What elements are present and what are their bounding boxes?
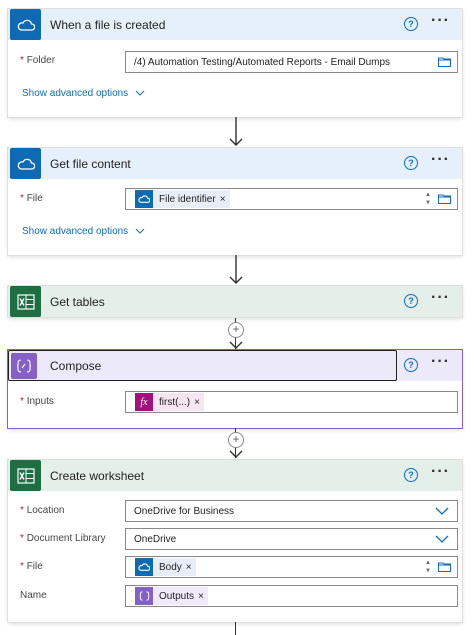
- more-options-icon[interactable]: ···: [431, 289, 450, 306]
- excel-icon: [10, 286, 41, 317]
- folder-field[interactable]: /4) Automation Testing/Automated Reports…: [125, 51, 458, 73]
- name-label: Name: [20, 590, 47, 601]
- get-tables-card[interactable]: Get tables ? ···: [8, 286, 462, 317]
- get-file-content-header[interactable]: Get file content ? ···: [8, 148, 462, 179]
- flow-arrow: [229, 255, 243, 284]
- compose-card[interactable]: Compose ? ··· * Inputs fx first(...) ×: [8, 350, 462, 428]
- chevron-down-icon: [135, 228, 145, 234]
- stepper-icon[interactable]: ▲▼: [425, 560, 431, 574]
- onedrive-icon: [10, 148, 41, 179]
- remove-token-icon[interactable]: ×: [194, 396, 200, 408]
- help-icon[interactable]: ?: [404, 294, 418, 308]
- document-library-label: * Document Library: [20, 533, 106, 544]
- file-label: * File: [20, 193, 43, 204]
- help-icon[interactable]: ?: [404, 17, 418, 31]
- more-options-icon[interactable]: ···: [431, 12, 450, 29]
- show-advanced-options-link[interactable]: Show advanced options: [22, 88, 145, 99]
- compose-title-focus: [8, 350, 397, 381]
- file-identifier-token[interactable]: File identifier ×: [135, 190, 230, 208]
- insert-step-button[interactable]: +: [228, 432, 244, 448]
- compose-icon: [11, 353, 37, 379]
- help-icon[interactable]: ?: [404, 358, 418, 372]
- compose-icon: [135, 587, 153, 605]
- get-file-content-card[interactable]: Get file content ? ··· * File File ident…: [8, 148, 462, 255]
- trigger-header[interactable]: When a file is created ? ···: [8, 9, 462, 40]
- create-worksheet-card[interactable]: Create worksheet ? ··· * Location OneDri…: [8, 460, 462, 622]
- onedrive-icon: [135, 558, 153, 576]
- create-worksheet-header[interactable]: Create worksheet ? ···: [8, 460, 462, 491]
- folder-picker-icon[interactable]: [438, 57, 451, 67]
- onedrive-icon: [10, 9, 41, 40]
- remove-token-icon[interactable]: ×: [198, 590, 204, 602]
- excel-icon: [10, 460, 41, 491]
- chevron-down-icon: [435, 535, 449, 543]
- inputs-label: * Inputs: [20, 396, 54, 407]
- folder-picker-icon[interactable]: [438, 194, 451, 204]
- compose-header[interactable]: Compose ? ···: [8, 350, 462, 381]
- more-options-icon[interactable]: ···: [431, 353, 450, 370]
- body-token[interactable]: Body ×: [135, 558, 196, 576]
- get-file-content-title: Get file content: [50, 157, 131, 171]
- connector-line: [235, 622, 236, 635]
- chevron-down-icon: [435, 507, 449, 515]
- create-worksheet-title: Create worksheet: [50, 469, 145, 483]
- folder-value: /4) Automation Testing/Automated Reports…: [134, 57, 391, 68]
- flow-arrow: [229, 450, 243, 458]
- trigger-card[interactable]: When a file is created ? ··· * Folder /4…: [8, 9, 462, 117]
- chevron-down-icon: [135, 90, 145, 96]
- more-options-icon[interactable]: ···: [431, 151, 450, 168]
- outputs-token[interactable]: Outputs ×: [135, 587, 208, 605]
- get-tables-header[interactable]: Get tables ? ···: [8, 286, 462, 317]
- flow-arrow: [229, 341, 243, 349]
- name-field[interactable]: Outputs ×: [125, 585, 458, 607]
- file-field[interactable]: File identifier × ▲▼: [125, 188, 458, 210]
- location-dropdown[interactable]: OneDrive for Business: [125, 500, 458, 522]
- folder-picker-icon[interactable]: [438, 562, 451, 572]
- onedrive-icon: [135, 190, 153, 208]
- help-icon[interactable]: ?: [404, 468, 418, 482]
- more-options-icon[interactable]: ···: [431, 463, 450, 480]
- compose-title: Compose: [50, 359, 102, 373]
- stepper-icon[interactable]: ▲▼: [425, 192, 431, 206]
- inputs-field[interactable]: fx first(...) ×: [125, 391, 458, 413]
- document-library-dropdown[interactable]: OneDrive: [125, 528, 458, 550]
- get-tables-title: Get tables: [50, 295, 105, 309]
- trigger-title: When a file is created: [50, 18, 166, 32]
- show-advanced-options-link[interactable]: Show advanced options: [22, 226, 145, 237]
- insert-step-button[interactable]: +: [228, 322, 244, 338]
- remove-token-icon[interactable]: ×: [219, 193, 226, 205]
- location-label: * Location: [20, 505, 65, 516]
- remove-token-icon[interactable]: ×: [185, 561, 192, 573]
- file-field[interactable]: Body × ▲▼: [125, 556, 458, 578]
- file-label: * File: [20, 561, 43, 572]
- folder-label: * Folder: [20, 55, 56, 66]
- expression-token[interactable]: fx first(...) ×: [135, 393, 204, 411]
- fx-icon: fx: [135, 393, 153, 411]
- help-icon[interactable]: ?: [404, 156, 418, 170]
- flow-arrow: [229, 117, 243, 146]
